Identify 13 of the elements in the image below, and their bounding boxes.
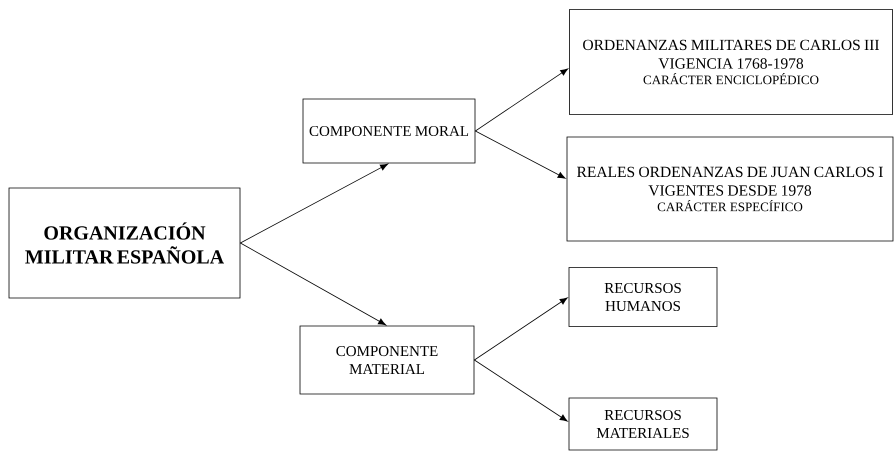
text-box: COMPONENTE MATERIAL <box>300 326 474 394</box>
text-box: REALES ORDENANZAS DE JUAN CARLOS I VIGENTES DESDE 1978 CARÁCTER ESPECÍFICO <box>566 136 894 242</box>
arrow <box>474 297 568 360</box>
arrow <box>474 360 568 422</box>
text-box: ORDENANZAS MILITARES DE CARLOS III VIGENCIA 1768-1978 CARÁCTER ENCICLOPÉDICO <box>569 9 893 115</box>
arrow <box>475 68 568 132</box>
arrow <box>240 242 386 326</box>
arrow <box>475 130 566 179</box>
text-box: RECURSOS MATERIALES <box>568 398 718 450</box>
text-box: COMPONENTE MORAL <box>302 98 476 164</box>
arrow <box>240 164 388 244</box>
text-box: RECURSOS HUMANOS <box>568 267 718 327</box>
text-box: ORGANIZACIÓN MILITAR ESPAÑOLA <box>8 188 240 298</box>
